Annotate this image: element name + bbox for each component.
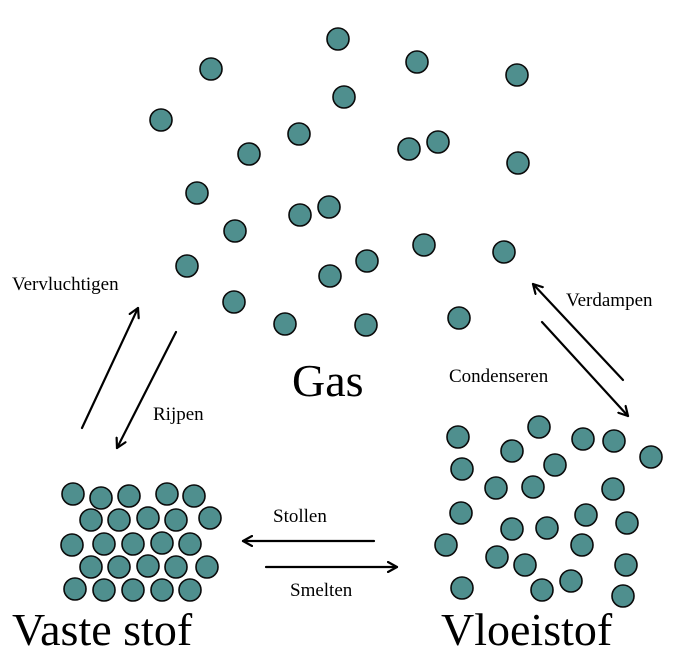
gas-particle — [397, 137, 421, 161]
solid-particle — [92, 578, 116, 602]
liquid-particle — [530, 578, 554, 602]
gas-particle — [222, 290, 246, 314]
gas-particle — [149, 108, 173, 132]
liquid-particle — [450, 457, 474, 481]
evaporation-arrow — [531, 282, 625, 382]
deposition-arrow — [117, 330, 178, 450]
liquid-particle — [639, 445, 663, 469]
melting-label: Smelten — [290, 580, 353, 601]
liquid-title: Vloeistof — [441, 604, 613, 655]
gas-particle — [326, 27, 350, 51]
liquid-particle — [434, 533, 458, 557]
gas-particle — [447, 306, 471, 330]
gas-particle — [317, 195, 341, 219]
gas-particle — [505, 63, 529, 87]
solid-particle — [136, 506, 160, 530]
solid-particle — [117, 484, 141, 508]
liquid-particle — [535, 516, 559, 540]
gas-particle — [426, 130, 450, 154]
gas-particle — [287, 122, 311, 146]
solid-particle — [107, 555, 131, 579]
deposition-label: Rijpen — [153, 404, 204, 425]
gas-particle — [185, 181, 209, 205]
liquid-particle — [574, 503, 598, 527]
solid-particle — [61, 482, 85, 506]
gas-particle — [354, 313, 378, 337]
liquid-particle — [446, 425, 470, 449]
solid-particle — [136, 554, 160, 578]
gas-particle — [288, 203, 312, 227]
gas-particle — [492, 240, 516, 264]
solid-particle — [164, 555, 188, 579]
liquid-particle — [521, 475, 545, 499]
gas-particle — [318, 264, 342, 288]
gas-particle — [412, 233, 436, 257]
solid-particle — [121, 532, 145, 556]
solid-particles — [60, 482, 222, 602]
solid-title: Vaste stof — [12, 604, 193, 655]
gas-particle — [273, 312, 297, 336]
gas-particle — [506, 151, 530, 175]
solid-particle — [79, 508, 103, 532]
solid-particle — [150, 578, 174, 602]
solid-particle — [198, 506, 222, 530]
sublimation-arrow — [80, 306, 138, 430]
evaporation-label: Verdampen — [566, 290, 653, 311]
freezing-label: Stollen — [273, 506, 327, 527]
liquid-particle — [484, 476, 508, 500]
gas-particle — [175, 254, 199, 278]
liquid-particle — [570, 533, 594, 557]
liquid-particle — [450, 576, 474, 600]
gas-title: Gas — [292, 355, 364, 406]
liquid-particle — [485, 545, 509, 569]
solid-particle — [92, 532, 116, 556]
solid-particle — [195, 555, 219, 579]
solid-particle — [89, 486, 113, 510]
solid-particle — [60, 533, 84, 557]
solid-particle — [164, 508, 188, 532]
solid-particle — [178, 578, 202, 602]
solid-particle — [63, 577, 87, 601]
sublimation-label: Vervluchtigen — [12, 274, 119, 295]
gas-particle — [355, 249, 379, 273]
solid-particle — [155, 482, 179, 506]
gas-particle — [405, 50, 429, 74]
solid-particle — [182, 484, 206, 508]
liquid-particles — [434, 415, 663, 608]
liquid-particle — [615, 511, 639, 535]
liquid-particle — [513, 553, 537, 577]
gas-particle — [199, 57, 223, 81]
liquid-particle — [601, 477, 625, 501]
condensation-arrow — [540, 320, 630, 418]
liquid-particle — [500, 517, 524, 541]
solid-particle — [150, 531, 174, 555]
solid-particle — [79, 555, 103, 579]
liquid-particle — [611, 584, 635, 608]
solid-particle — [178, 532, 202, 556]
liquid-particle — [543, 453, 567, 477]
gas-particle — [223, 219, 247, 243]
liquid-particle — [602, 429, 626, 453]
condensation-label: Condenseren — [449, 366, 549, 387]
liquid-particle — [500, 439, 524, 463]
gas-particle — [237, 142, 261, 166]
liquid-particle — [527, 415, 551, 439]
gas-particle — [332, 85, 356, 109]
gas-particles — [149, 27, 530, 337]
solid-particle — [121, 578, 145, 602]
liquid-particle — [614, 553, 638, 577]
solid-particle — [107, 508, 131, 532]
liquid-particle — [449, 501, 473, 525]
liquid-particle — [571, 427, 595, 451]
liquid-particle — [559, 569, 583, 593]
